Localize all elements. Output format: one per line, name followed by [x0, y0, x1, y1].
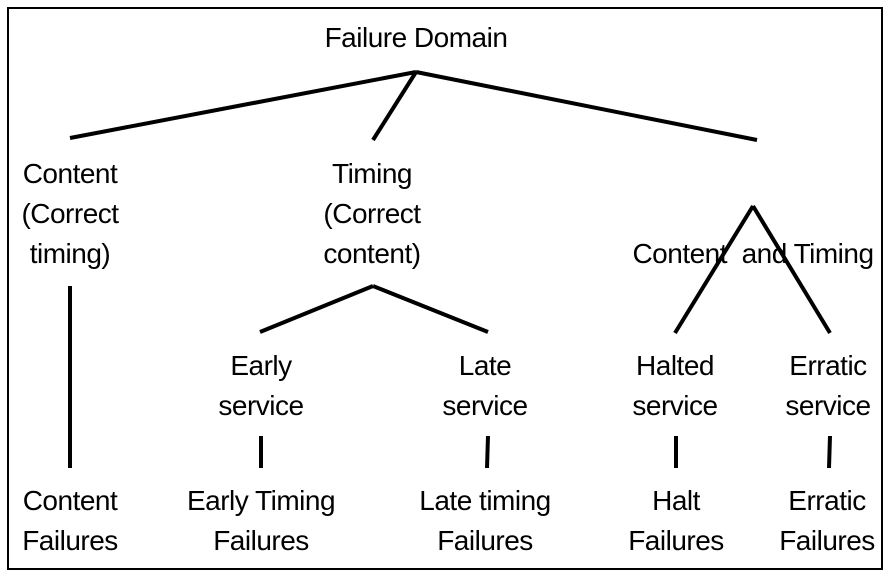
edge-root-content	[69, 70, 417, 140]
node-early-service: Early service	[218, 346, 304, 426]
edge-timing-late	[372, 284, 489, 334]
node-label-line: Early Timing	[186, 485, 336, 516]
node-label-line: Failures	[779, 525, 875, 556]
node-erratic-failures: Erratic Failures	[779, 481, 875, 561]
node-content-and-timing: Content and Timing	[632, 154, 874, 354]
diagram-frame	[7, 7, 883, 570]
node-failure-domain: Failure Domain	[325, 18, 508, 58]
node-label-line: Late	[458, 350, 512, 381]
node-label: Failure Domain	[324, 22, 508, 53]
node-label-line: service	[442, 390, 528, 421]
node-label-line: timing)	[29, 238, 111, 269]
node-halted-service: Halted service	[632, 346, 718, 426]
node-label-line: service	[218, 390, 304, 421]
node-label-line: Timing	[332, 158, 412, 189]
node-label-line: (Correct	[21, 198, 119, 229]
node-label-line: Erratic	[788, 485, 866, 516]
node-label-line: Late timing	[419, 485, 551, 516]
node-label: Content and Timing	[632, 238, 874, 269]
edge-root-content-timing	[415, 70, 758, 142]
node-label-line: Early	[230, 350, 292, 381]
edge-late-to-failures	[485, 435, 490, 469]
node-label-line: service	[785, 390, 871, 421]
node-halt-failures: Halt Failures	[628, 481, 724, 561]
edge-content-timing-halted	[673, 204, 755, 335]
node-late-service: Late service	[442, 346, 528, 426]
node-label-line: service	[632, 390, 718, 421]
edge-content-timing-erratic	[751, 204, 832, 335]
node-label-line: content)	[323, 238, 421, 269]
node-early-timing-failures: Early Timing Failures	[186, 481, 336, 561]
node-label-line: Content	[22, 485, 118, 516]
node-label-line: Failures	[437, 525, 533, 556]
node-label-line: Halted	[636, 350, 714, 381]
node-label-line: Erratic	[789, 350, 867, 381]
edge-root-timing	[371, 70, 418, 142]
node-label-line: Content	[22, 158, 118, 189]
edge-timing-early	[259, 284, 374, 334]
edge-erratic-to-failures	[827, 435, 832, 469]
node-erratic-service: Erratic service	[785, 346, 871, 426]
node-content-failures: Content Failures	[22, 481, 118, 561]
node-label-line: Failures	[22, 525, 118, 556]
node-timing: Timing (Correct content)	[323, 154, 421, 274]
node-late-timing-failures: Late timing Failures	[419, 481, 551, 561]
node-label-line: Halt	[652, 485, 700, 516]
node-label-line: (Correct	[323, 198, 421, 229]
node-content: Content (Correct timing)	[21, 154, 119, 274]
node-label-line: Failures	[628, 525, 724, 556]
node-label-line: Failures	[213, 525, 309, 556]
